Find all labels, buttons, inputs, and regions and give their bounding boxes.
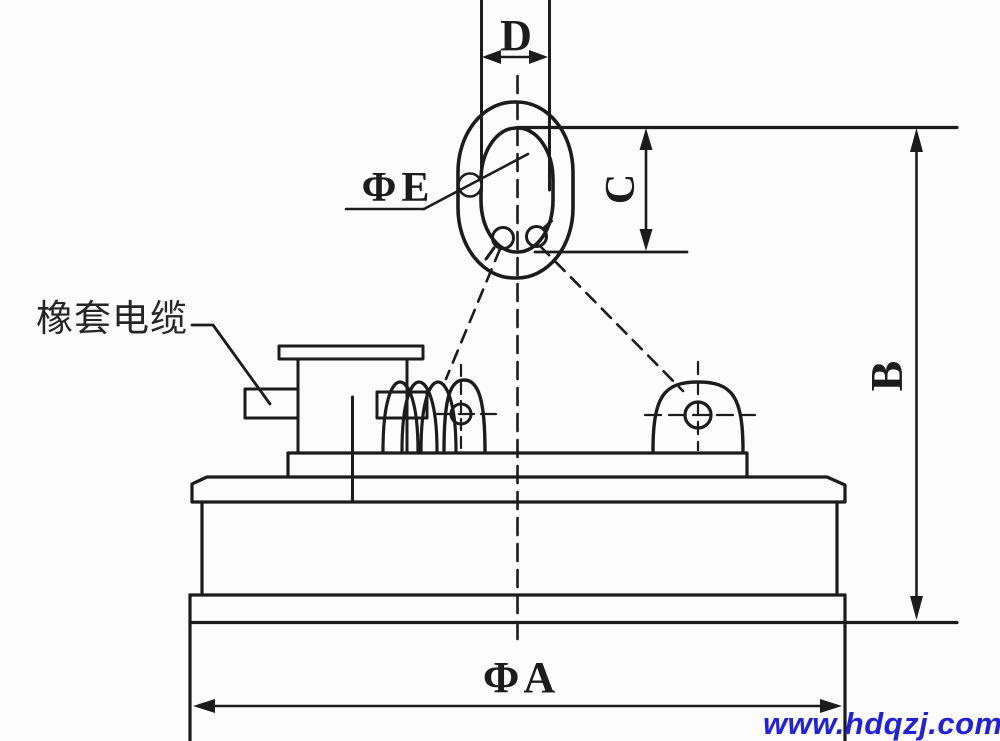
arrowhead-left-icon [482, 50, 501, 64]
pedestal-plate [286, 451, 749, 479]
arrowhead-down-icon [639, 229, 653, 251]
dim-label-a: ΦA [483, 653, 559, 702]
arrowhead-left-icon [193, 699, 215, 713]
dim-label-e: ΦE [362, 165, 435, 211]
junction-box-cap [277, 344, 425, 361]
arrowhead-up-icon [910, 128, 923, 152]
magnet-body [188, 451, 959, 741]
left-lug [435, 363, 499, 453]
dimension-c: C [515, 125, 959, 254]
dim-label-c: C [598, 174, 644, 204]
cable-callout: 橡套电缆 [36, 297, 272, 406]
sling-hooks [484, 219, 553, 261]
arrowhead-up-icon [639, 128, 653, 150]
dimension-b: B [861, 128, 923, 620]
top-flange [190, 475, 847, 504]
coil-bracket [375, 390, 429, 420]
watermark-url: www.hdqzj.com [763, 706, 1000, 741]
cable-gland [243, 387, 300, 420]
arrowhead-right-icon [820, 699, 842, 713]
dim-label-d: D [500, 11, 532, 60]
dim-label-b: B [861, 361, 912, 392]
dimension-a: ΦA [193, 653, 842, 713]
sling-lines [444, 244, 685, 393]
dimension-e: ΦE [344, 152, 530, 211]
arrowhead-right-icon [529, 50, 548, 64]
cable-label: 橡套电缆 [36, 297, 188, 340]
right-lug [643, 360, 757, 453]
cable-coil [375, 380, 458, 453]
dimension-d: D [482, 11, 548, 64]
arrowhead-down-icon [910, 596, 923, 620]
